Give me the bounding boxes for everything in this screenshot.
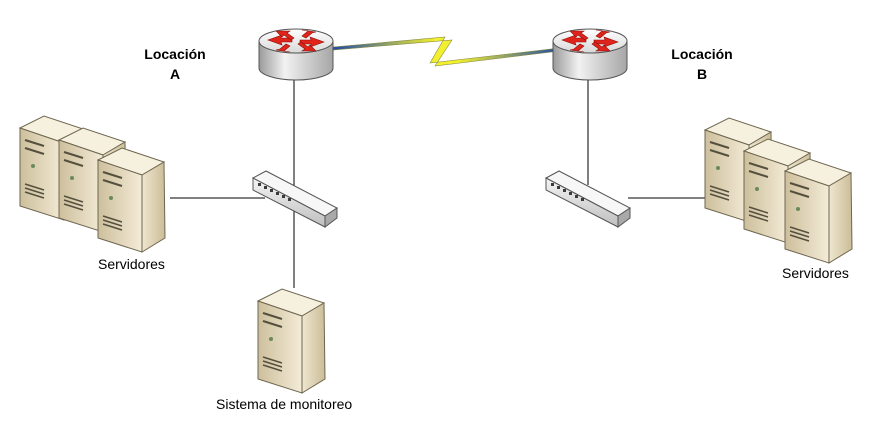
location-a-line1: Locación (144, 46, 206, 62)
location-b-line2: B (696, 66, 708, 82)
location-a-label: Locación A (140, 44, 210, 84)
servers-a-label: Servidores (98, 256, 165, 272)
location-a-line2: A (169, 66, 181, 82)
server-tower-icon[interactable] (97, 147, 166, 253)
switch-icon[interactable] (252, 170, 338, 228)
server-tower-icon[interactable] (784, 158, 853, 264)
router-icon[interactable] (552, 28, 628, 81)
connection-lines (170, 80, 705, 288)
server-group-a (19, 115, 166, 253)
monitoring-system-label: Sistema de monitoreo (216, 396, 353, 412)
router-icon[interactable] (258, 28, 334, 81)
lightning-link-icon (332, 36, 561, 67)
location-b-line1: Locación (671, 46, 733, 62)
location-b-label: Locación B (667, 44, 737, 84)
servers-b-label: Servidores (782, 265, 849, 281)
monitoring-server[interactable] (257, 288, 326, 394)
server-group-b (704, 117, 853, 264)
server-tower-icon[interactable] (257, 288, 326, 394)
